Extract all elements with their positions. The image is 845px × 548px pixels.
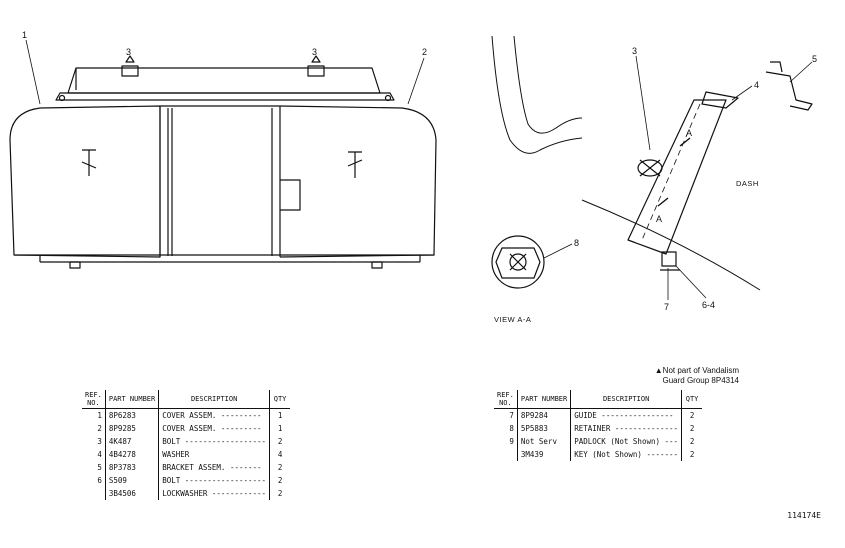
- part-cell: 4K487: [105, 435, 160, 448]
- header-part: PART NUMBER: [105, 390, 160, 409]
- qty-cell: 4: [277, 450, 283, 459]
- desc-cell: GUIDE ----------------: [570, 408, 683, 422]
- callout-4: 4: [754, 80, 759, 90]
- qty-cell: 2: [277, 489, 283, 498]
- ref-cell: 1: [82, 408, 106, 422]
- note-line-1: ▲Not part of Vandalism: [654, 366, 739, 375]
- desc-cell: LOCKWASHER ------------: [158, 487, 271, 500]
- desc-cell: BOLT ------------------: [158, 435, 271, 448]
- callout-3-right: 3: [312, 47, 317, 57]
- cover-top-rail: [67, 67, 381, 94]
- wing-nut-left: [81, 149, 97, 176]
- qty-cell: 1: [277, 424, 283, 433]
- qty-cell: 1: [277, 411, 283, 420]
- qty-cell: 2: [689, 411, 695, 420]
- qty-cell: 2: [689, 424, 695, 433]
- part-cell: 8P9285: [105, 422, 160, 435]
- note-line-2: Guard Group 8P4314: [662, 376, 740, 385]
- part-cell: 8P3783: [105, 461, 160, 474]
- part-cell: Not Serv: [517, 435, 572, 448]
- part-cell: 3M439: [517, 448, 572, 461]
- retainer-view: [491, 235, 545, 289]
- callout-3-left: 3: [126, 47, 131, 57]
- part-cell: 8P9284: [517, 408, 572, 422]
- section-mark-a-bottom: A: [656, 214, 662, 224]
- desc-cell: RETAINER --------------: [570, 422, 683, 435]
- guard-side-view: [627, 99, 727, 255]
- header-ref: REF. NO.: [494, 390, 518, 409]
- qty-cell: 2: [277, 437, 283, 446]
- drawing-number: 114174E: [787, 511, 821, 520]
- ref-cell: [494, 448, 518, 461]
- view-a-a-label: VIEW A-A: [494, 315, 531, 324]
- desc-cell: COVER ASSEM. ---------: [158, 422, 271, 435]
- desc-cell: KEY (Not Shown) -------: [570, 448, 683, 461]
- callout-1: 1: [22, 30, 27, 40]
- part-cell: 5P5883: [517, 422, 572, 435]
- ref-cell: 9: [494, 435, 518, 448]
- ref-cell: 8: [494, 422, 518, 435]
- ref-cell: 6: [82, 474, 106, 487]
- qty-cell: 2: [277, 476, 283, 485]
- part-cell: 4B4278: [105, 448, 160, 461]
- part-cell: S509: [105, 474, 160, 487]
- cover-body-outline: [9, 105, 161, 258]
- part-cell: 3B4506: [105, 487, 160, 500]
- desc-cell: COVER ASSEM. ---------: [158, 408, 271, 422]
- ref-cell: 7: [494, 408, 518, 422]
- callout-8: 8: [574, 238, 579, 248]
- qty-cell: 2: [689, 450, 695, 459]
- ref-cell: 2: [82, 422, 106, 435]
- ref-cell: 3: [82, 435, 106, 448]
- desc-cell: WASHER: [158, 448, 271, 461]
- section-mark-a-top: A: [686, 128, 692, 138]
- qty-cell: 2: [277, 463, 283, 472]
- ref-cell: 5: [82, 461, 106, 474]
- callout-7: 7: [664, 302, 669, 312]
- wing-nut-right: [347, 151, 363, 178]
- dash-label: DASH: [736, 179, 759, 188]
- header-ref: REF. NO.: [82, 390, 106, 409]
- header-part: PART NUMBER: [517, 390, 572, 409]
- callout-3-side: 3: [632, 46, 637, 56]
- desc-cell: BRACKET ASSEM. -------: [158, 461, 271, 474]
- ref-cell: 4: [82, 448, 106, 461]
- header-desc: DESCRIPTION: [158, 390, 271, 409]
- header-qty: QTY: [681, 390, 703, 409]
- part-cell: 8P6283: [105, 408, 160, 422]
- header-qty: QTY: [269, 390, 291, 409]
- desc-cell: PADLOCK (Not Shown) ---: [570, 435, 683, 448]
- header-desc: DESCRIPTION: [570, 390, 683, 409]
- callout-6-4: 6-4: [702, 300, 715, 310]
- ref-cell: [82, 487, 106, 500]
- vandalism-note: ▲Not part of Vandalism Guard Group 8P431…: [655, 366, 739, 386]
- callout-2: 2: [422, 47, 427, 57]
- callout-5: 5: [812, 54, 817, 64]
- desc-cell: BOLT ------------------: [158, 474, 271, 487]
- qty-cell: 2: [689, 437, 695, 446]
